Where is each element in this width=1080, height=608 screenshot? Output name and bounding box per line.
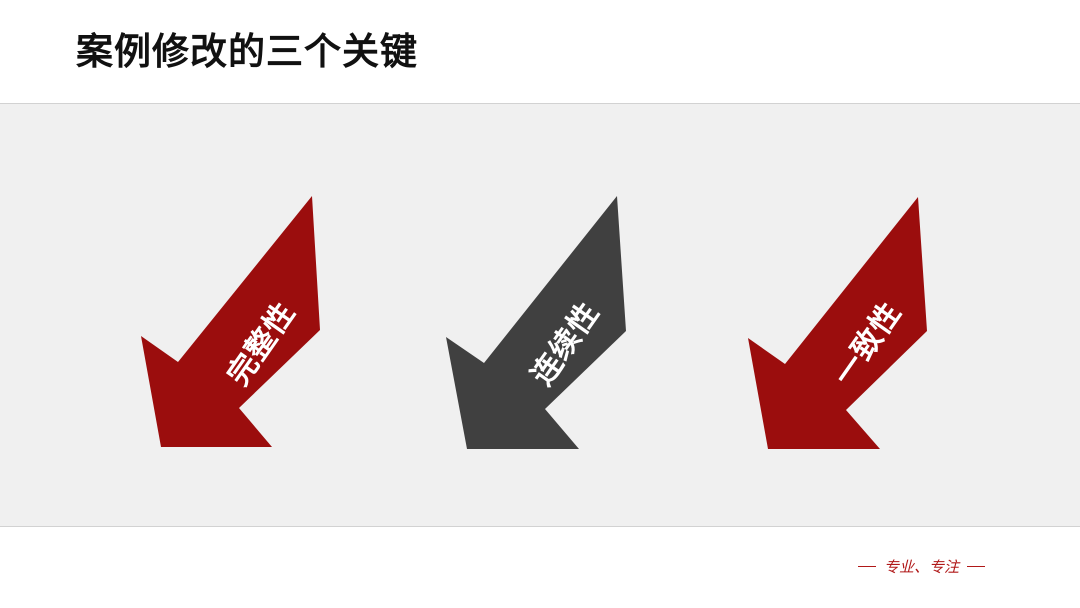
arrow-2-polygon [446, 196, 626, 449]
footer-dash-left [858, 566, 876, 567]
arrow-1-polygon [141, 196, 320, 447]
footer-dash-right [967, 566, 986, 567]
arrow-3-polygon [748, 197, 927, 449]
footer-slogan: 专业、专注 [858, 556, 1008, 577]
slide-title: 案例修改的三个关键 [76, 30, 418, 73]
footer-slogan-text: 专业、专注 [884, 558, 960, 576]
